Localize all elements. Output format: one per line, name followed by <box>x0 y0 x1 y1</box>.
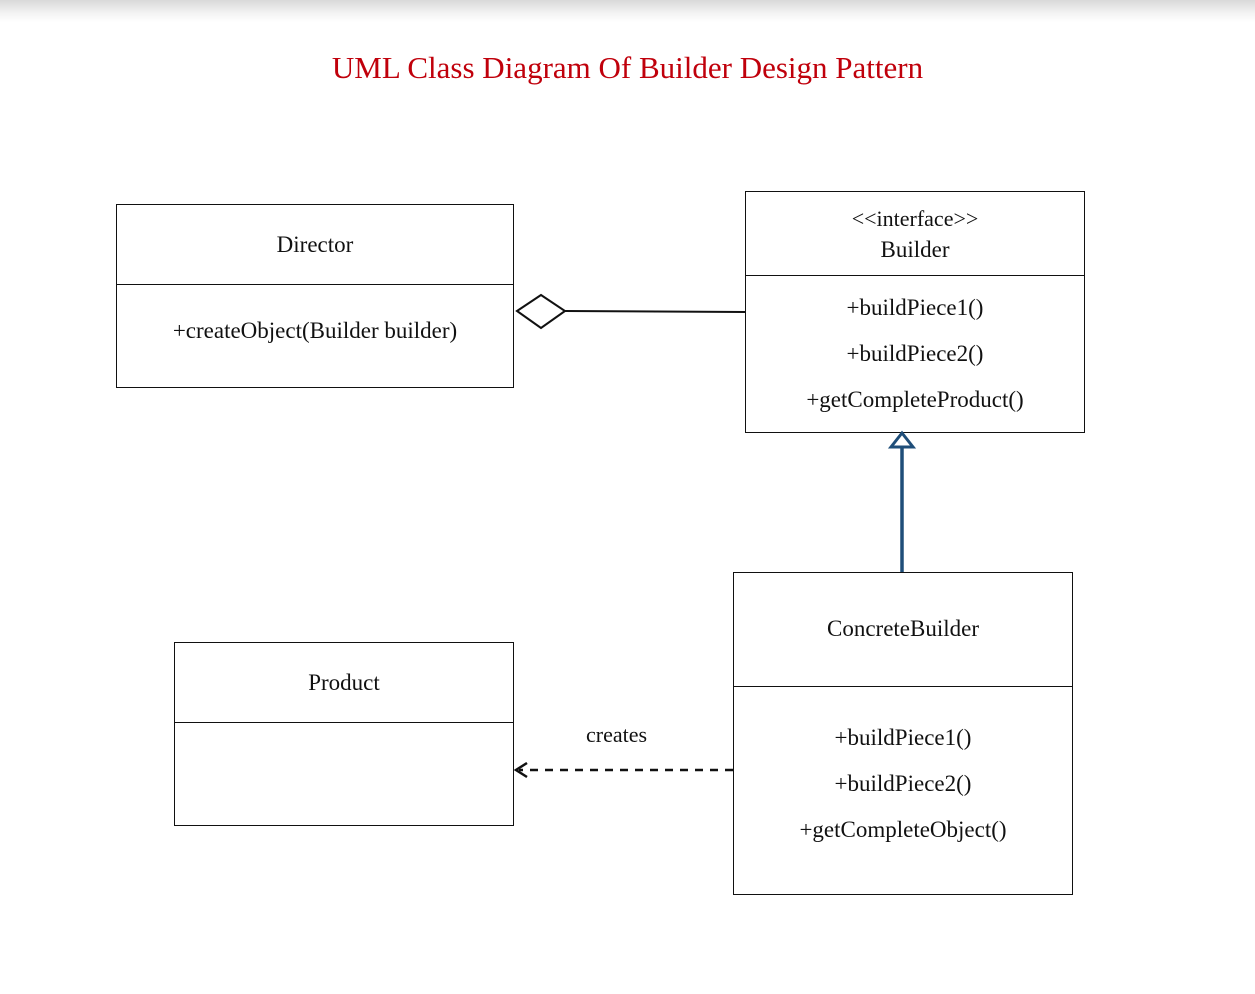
aggregation-diamond <box>515 293 567 330</box>
class-builder-stereotype: <<interface>> <box>851 205 979 231</box>
diagram-title: UML Class Diagram Of Builder Design Patt… <box>331 50 924 85</box>
realization-arrowhead <box>887 430 917 449</box>
dependency-label-creates: creates <box>586 722 648 747</box>
class-builder-name: Builder <box>880 236 950 262</box>
concrete-builder-method-build-piece1: +buildPiece1() <box>834 725 972 750</box>
builder-method-build-piece2: +buildPiece2() <box>846 340 984 366</box>
top-shadow <box>0 0 1255 22</box>
class-product-name: Product <box>308 670 380 695</box>
class-product: Product <box>174 642 514 826</box>
builder-method-get-complete-product: +getCompleteProduct() <box>806 386 1024 412</box>
aggregation-line <box>564 310 746 313</box>
concrete-builder-method-get-complete-object: +getCompleteObject() <box>799 817 1007 842</box>
class-concrete-builder: ConcreteBuilder +buildPiece1() +buildPie… <box>733 572 1073 895</box>
builder-method-build-piece1: +buildPiece1() <box>846 294 984 320</box>
class-director-methods: +createObject(Builder builder) <box>117 285 513 386</box>
class-concrete-builder-header: ConcreteBuilder <box>734 573 1072 687</box>
class-concrete-builder-name: ConcreteBuilder <box>826 616 979 641</box>
director-method-create-object: +createObject(Builder builder) <box>172 317 458 343</box>
class-builder-methods: +buildPiece1() +buildPiece2() +getComple… <box>746 276 1084 431</box>
class-director-header: Director <box>117 205 513 285</box>
class-concrete-builder-methods: +buildPiece1() +buildPiece2() +getComple… <box>734 687 1072 893</box>
class-builder-header: <<interface>> Builder <box>746 192 1084 276</box>
concrete-builder-method-build-piece2: +buildPiece2() <box>834 771 972 796</box>
dependency-arrowhead <box>513 761 528 779</box>
class-builder: <<interface>> Builder +buildPiece1() +bu… <box>745 191 1085 433</box>
class-director-name: Director <box>276 232 354 257</box>
class-director: Director +createObject(Builder builder) <box>116 204 514 388</box>
class-product-header: Product <box>175 643 513 723</box>
